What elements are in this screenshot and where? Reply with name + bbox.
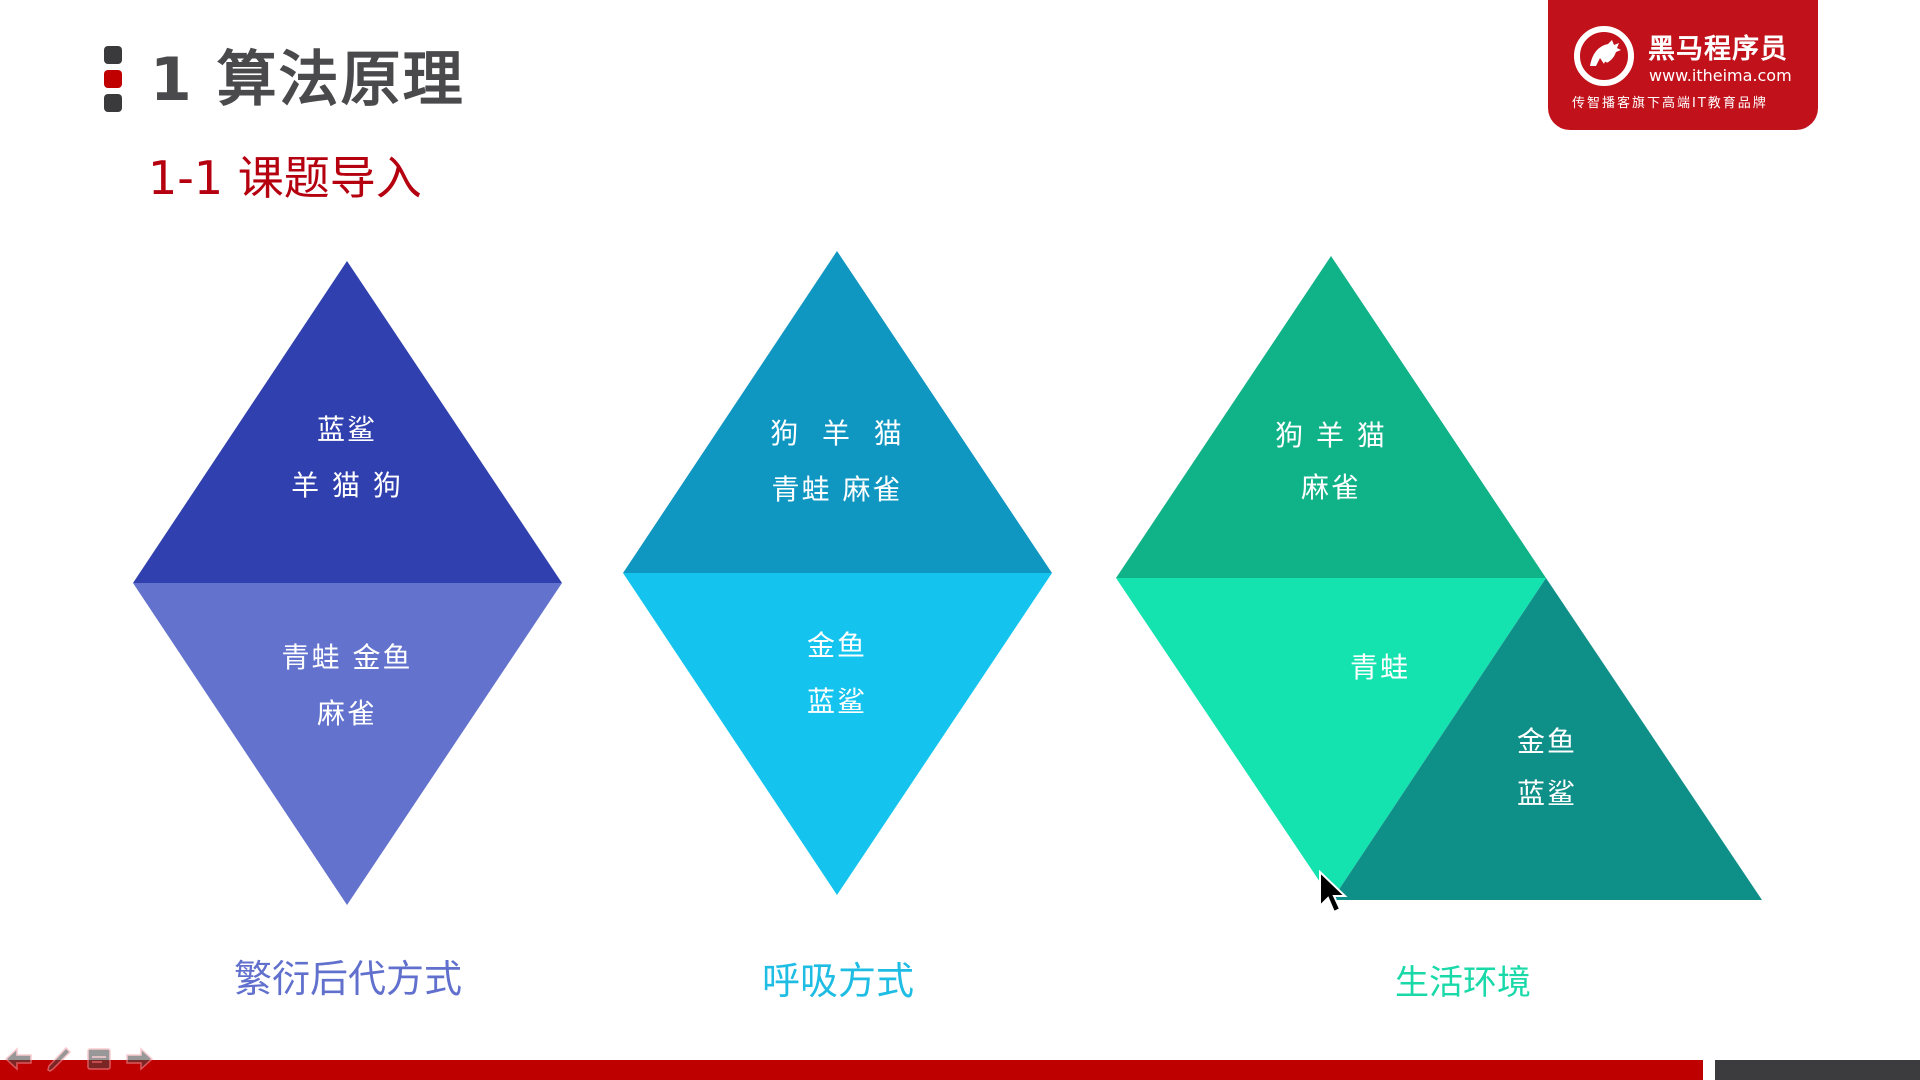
next-slide-button[interactable] [124,1044,154,1074]
diamond1-bottom-triangle [133,583,562,905]
diamond1-bottom-label: 青蛙 金鱼 麻雀 [281,641,413,730]
slide-menu-icon [87,1048,111,1070]
prev-slide-button[interactable] [4,1044,34,1074]
diamond1-top-label: 蓝鲨 羊 猫 狗 [291,413,403,502]
logo-slogan: 传智播客旗下高端IT教育品牌 [1572,96,1768,111]
itheima-logo: 黑马程序员 www.itheima.com 传智播客旗下高端IT教育品牌 [1548,0,1818,130]
page-title: 1 算法原理 [150,45,465,115]
section-subtitle: 1-1 课题导入 [148,151,422,205]
caption-habitat: 生活环境 [1395,963,1531,1003]
slide-menu-button[interactable] [84,1044,114,1074]
logo-brand-name: 黑马程序员 [1648,34,1788,65]
footer-bar-dark [1715,1060,1920,1080]
title-bullet-icon [104,46,122,118]
caption-reproduction: 繁衍后代方式 [233,957,462,1001]
group3-middle-triangle [1116,578,1546,900]
footer-bar-red [0,1060,1703,1080]
arrow-right-icon [126,1047,154,1071]
group3-right-triangle [1332,578,1762,900]
caption-breathing: 呼吸方式 [761,959,914,1003]
group3-top-label: 狗 羊 猫 麻雀 [1275,419,1387,504]
diamond2-bottom-label: 金鱼 蓝鲨 [806,629,867,718]
pen-icon [47,1046,72,1072]
arrow-left-icon [4,1047,32,1071]
horse-head-icon [1574,26,1634,86]
slideshow-controls [4,1044,154,1076]
diamond2-bottom-triangle [623,573,1052,895]
diamond1-top-triangle [133,261,562,583]
logo-url: www.itheima.com [1649,66,1792,85]
group3-top-triangle [1116,256,1546,578]
diamond2-top-label: 狗 羊 猫 青蛙 麻雀 [770,417,904,506]
group3-middle-label: 青蛙 [1349,651,1410,684]
pen-tool-button[interactable] [44,1044,74,1074]
group3-right-label: 金鱼 蓝鲨 [1516,725,1577,810]
mouse-cursor-icon [1319,870,1348,914]
diamond2-top-triangle [623,251,1052,573]
